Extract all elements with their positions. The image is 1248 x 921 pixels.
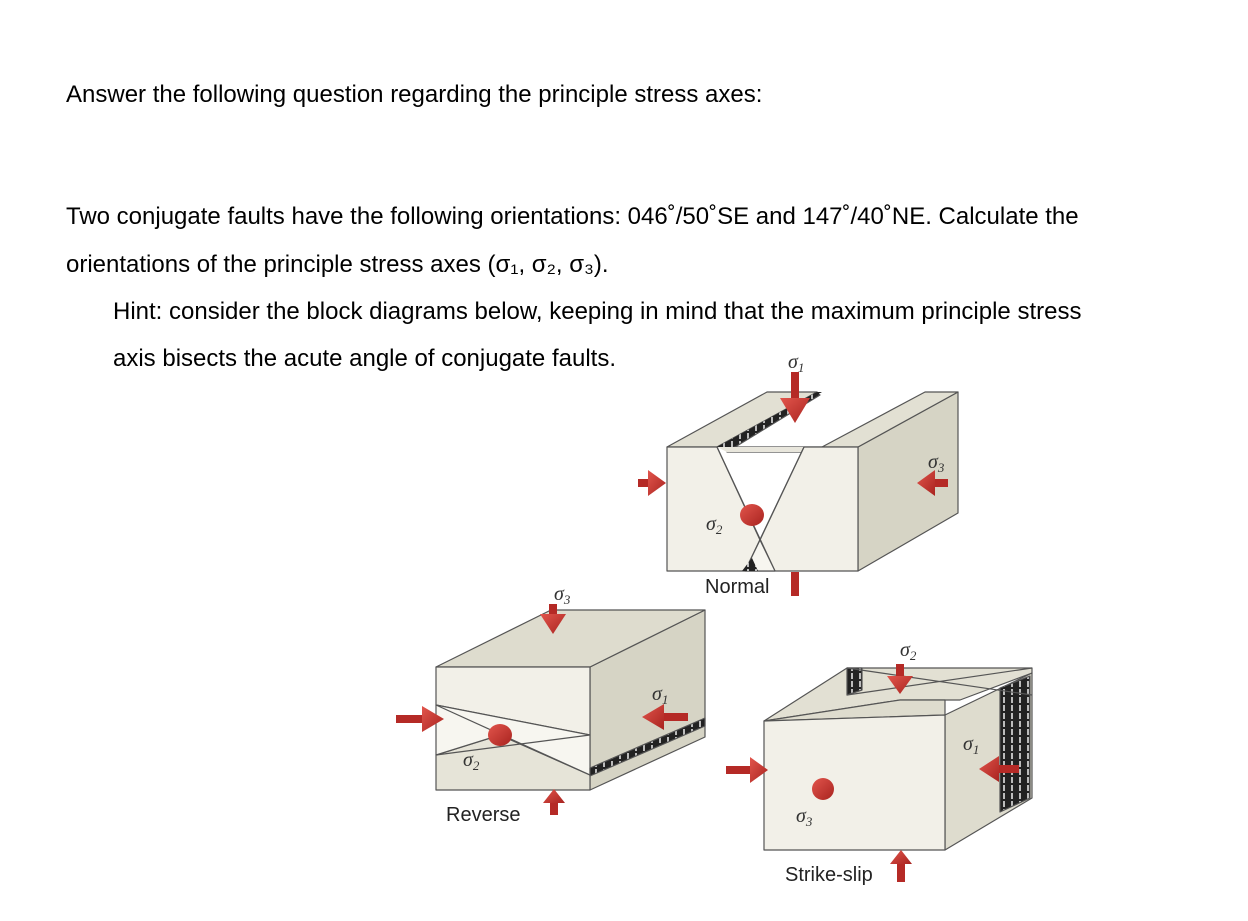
strike-slip-front — [763, 714, 946, 851]
normal-fault-block — [666, 391, 959, 572]
hint-line-1: Hint: consider the block diagrams below,… — [113, 298, 1082, 325]
normal-sigma2-arrow — [740, 504, 764, 526]
strike-slip-sigma3-dot — [812, 778, 834, 800]
reverse-sigma1-right-arrow — [642, 704, 688, 730]
reverse-fault-block — [435, 609, 706, 791]
normal-sigma3-right-arrow — [917, 470, 948, 496]
reverse-sigma1-label: σ1 — [652, 683, 668, 707]
question-line-1: Two conjugate faults have the following … — [66, 203, 1079, 230]
strike-slip-fault-hatch — [999, 675, 1031, 813]
block-diagrams-figure: Normal σ1 σ2 σ3 Reverse σ3 σ1 σ — [396, 351, 1033, 886]
reverse-sigma2-arrow — [488, 724, 512, 746]
strike-slip-block — [763, 667, 1033, 851]
normal-sigma1-arrow — [780, 372, 810, 423]
strike-slip-sigma1-arrow — [979, 756, 1019, 782]
strike-slip-left-arrow — [726, 757, 768, 783]
strike-slip-sigma2-label: σ2 — [900, 639, 917, 663]
reverse-label: Reverse — [446, 804, 520, 826]
strike-slip-sigma3-label: σ3 — [796, 805, 813, 829]
reverse-sigma1-left-arrow — [396, 706, 444, 732]
strike-slip-sigma1-label: σ1 — [963, 733, 979, 757]
strike-slip-label: Strike-slip — [785, 864, 873, 886]
normal-sigma2-label: σ2 — [706, 513, 723, 537]
hint-line-2: axis bisects the acute angle of conjugat… — [113, 345, 616, 372]
reverse-bottom-arrow — [543, 789, 565, 815]
reverse-sigma3-arrow — [540, 604, 566, 634]
normal-sigma1-label: σ1 — [788, 351, 804, 375]
question-line-2: orientations of the principle stress axe… — [66, 251, 609, 278]
normal-sigma1-bottom-arrow — [791, 572, 799, 596]
strike-slip-bottom-arrow — [890, 850, 912, 882]
strike-slip-sigma2-arrow — [887, 664, 913, 694]
reverse-sigma3-label: σ3 — [554, 583, 571, 607]
normal-label: Normal — [705, 576, 769, 598]
reverse-fault-hatch — [589, 717, 706, 777]
prompt-text: Answer the following question regarding … — [66, 81, 763, 108]
reverse-sigma2-label: σ2 — [463, 749, 480, 773]
normal-sigma3-label: σ3 — [928, 451, 945, 475]
normal-sigma3-left-arrow — [638, 470, 666, 496]
